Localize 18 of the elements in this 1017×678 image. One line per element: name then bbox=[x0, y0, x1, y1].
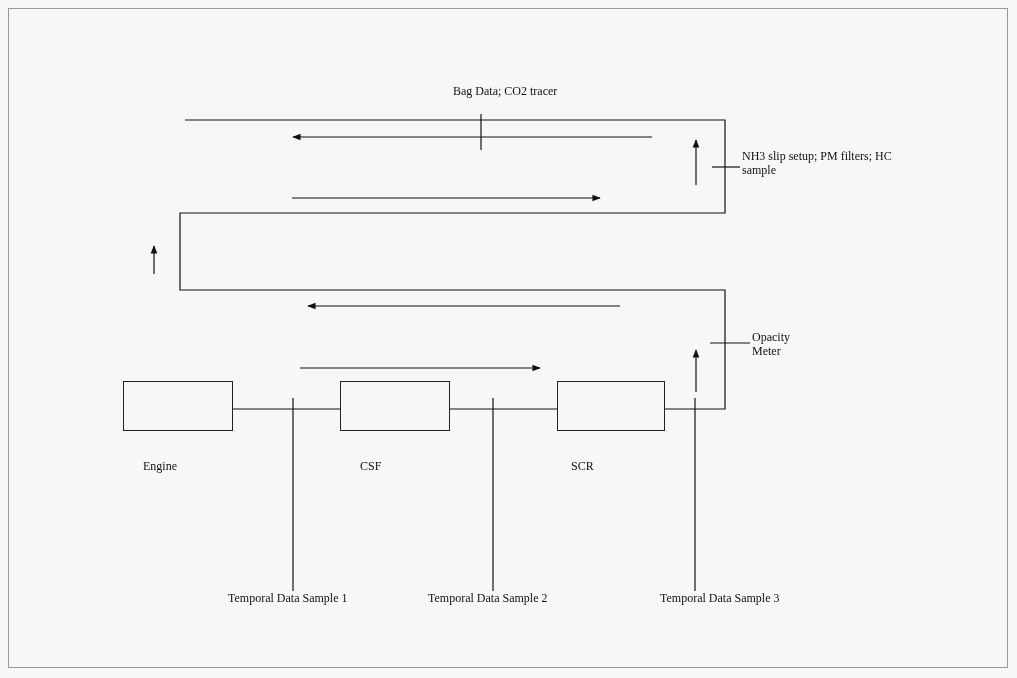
sample-label: Temporal Data Sample 2 bbox=[428, 591, 578, 605]
sample-label: NH3 slip setup; PM filters; HC sample bbox=[742, 149, 892, 177]
component-label: CSF bbox=[360, 459, 382, 474]
component-label: SCR bbox=[571, 459, 594, 474]
sample-label: Temporal Data Sample 3 bbox=[660, 591, 810, 605]
sample-label: Opacity Meter bbox=[752, 330, 812, 358]
exhaust-pipe bbox=[179, 119, 726, 410]
leader-line bbox=[694, 397, 696, 592]
leader-line bbox=[292, 397, 294, 592]
sample-label: Temporal Data Sample 1 bbox=[228, 591, 378, 605]
pipe-line bbox=[232, 408, 341, 410]
leader-line bbox=[709, 342, 751, 344]
leader-line bbox=[480, 113, 482, 151]
component-label: Engine bbox=[143, 459, 177, 474]
leader-line bbox=[492, 397, 494, 592]
pipe-line bbox=[449, 408, 558, 410]
sample-label: Bag Data; CO2 tracer bbox=[453, 84, 573, 98]
leader-line bbox=[711, 166, 741, 168]
